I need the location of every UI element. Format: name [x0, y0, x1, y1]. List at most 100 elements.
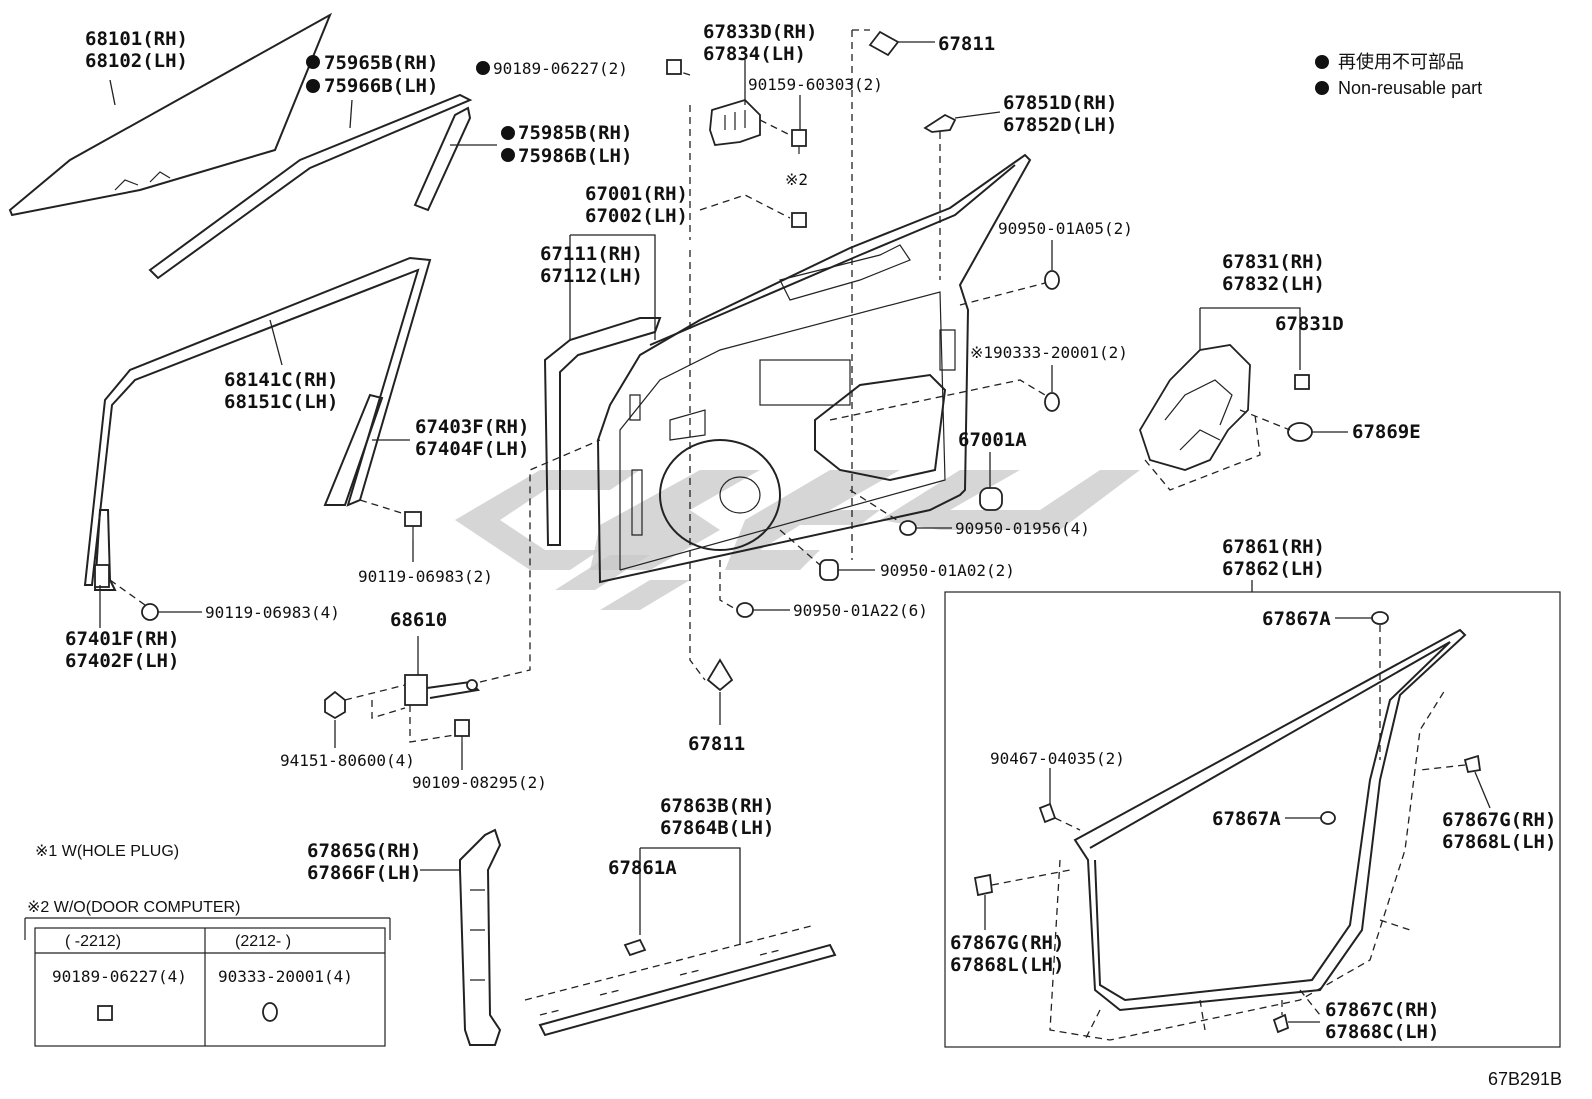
part-label: 67861A	[608, 857, 677, 879]
table-cell-left: 90189-06227(4)	[52, 967, 187, 986]
legend-item-jp: 再使用不可部品	[1338, 52, 1464, 72]
door-bumper-67001a	[979, 487, 1003, 511]
part-label: 90159-60303(2)	[748, 75, 883, 94]
notes: ※1 W(HOLE PLUG) ※2 W/O(DOOR COMPUTER) ( …	[27, 843, 353, 986]
hole-plug-01a05	[1044, 270, 1060, 290]
note-1: ※1 W(HOLE PLUG)	[35, 843, 179, 860]
outside-handle-bracket	[923, 113, 957, 133]
part-label: 67111(RH)	[540, 243, 643, 265]
part-label: ※2	[785, 170, 808, 189]
front-lower-frame	[93, 509, 117, 591]
tape-67811-top	[868, 30, 900, 57]
part-label: ※190333-20001(2)	[970, 343, 1128, 362]
hole-plug-01a22	[736, 602, 754, 618]
part-label: 67864B(LH)	[660, 817, 774, 839]
part-label: 94151-80600(4)	[280, 751, 415, 770]
nut-94151	[324, 690, 346, 720]
frame-moulding	[83, 256, 432, 586]
part-label: 67867G(RH)	[950, 932, 1064, 954]
hole-plug-01a02	[819, 559, 839, 581]
part-label: 67833D(RH)	[703, 21, 817, 43]
lower-door-moulding	[524, 924, 837, 1037]
part-label: 90950-01A22(6)	[793, 601, 928, 620]
part-label: 67001A	[958, 429, 1027, 451]
part-label: 67832(LH)	[1222, 273, 1325, 295]
division-bar-seal	[413, 106, 472, 212]
hole-plug-190333	[1044, 392, 1060, 412]
part-label: 67401F(RH)	[65, 628, 179, 650]
clip-67867g-right	[1463, 754, 1482, 774]
part-label: 90119-06983(4)	[205, 603, 340, 622]
door-lock-assembly	[1139, 344, 1261, 491]
tape-67811-bottom	[706, 658, 734, 692]
belt-moulding-outer	[148, 93, 473, 280]
part-label: 67868L(LH)	[1442, 831, 1556, 853]
bolt-90119-4	[141, 603, 175, 621]
bolt-90159	[791, 129, 807, 154]
part-label: 67834(LH)	[703, 43, 806, 65]
part-label: 90950-01956(4)	[955, 519, 1090, 538]
legend: 再使用不可部品 Non-reusable part	[1315, 52, 1482, 98]
part-label: 67831(RH)	[1222, 251, 1325, 273]
lock-screw-67831d	[1294, 374, 1310, 390]
part-label: 90119-06983(2)	[358, 567, 493, 586]
table-header-left: ( -2212)	[65, 933, 121, 950]
part-label: 68151C(LH)	[224, 391, 338, 413]
door-glass	[8, 12, 333, 217]
part-label: 67851D(RH)	[1003, 92, 1117, 114]
part-label: 67867G(RH)	[1442, 809, 1556, 831]
nonreusable-dot	[306, 55, 320, 69]
part-label: 67402F(LH)	[65, 650, 179, 672]
note-table	[24, 917, 391, 1047]
screw-90189	[666, 59, 682, 75]
door-check	[404, 674, 481, 706]
door-panel	[596, 153, 1032, 584]
part-labels: 68101(RH) 68102(LH) 75965B(RH) 75966B(LH…	[65, 21, 1562, 1089]
part-label: 67811	[938, 33, 995, 55]
grommet-67869e	[1287, 422, 1313, 442]
legend-item-en: Non-reusable part	[1338, 78, 1482, 98]
clip-67867g-left	[973, 873, 993, 897]
nonreusable-dot	[306, 79, 320, 93]
part-label: 90950-01A02(2)	[880, 561, 1015, 580]
part-label: 75985B(RH)	[518, 122, 632, 144]
part-label: 68141C(RH)	[224, 369, 338, 391]
clip-67861a	[623, 938, 647, 957]
part-label: 68102(LH)	[85, 50, 188, 72]
diagram-code: 67B291B	[1488, 1069, 1562, 1089]
clip-note2	[791, 212, 807, 228]
part-label: 90950-01A05(2)	[998, 219, 1133, 238]
part-label: 75965B(RH)	[324, 52, 438, 74]
door-control-module	[709, 98, 761, 146]
table-header-right: (2212- )	[235, 933, 291, 950]
part-label: 67112(LH)	[540, 265, 643, 287]
front-lower-seal	[459, 828, 502, 1046]
part-label: 67862(LH)	[1222, 558, 1325, 580]
part-label: 67404F(LH)	[415, 438, 529, 460]
nonreusable-dot	[501, 148, 515, 162]
part-label: 75966B(LH)	[324, 75, 438, 97]
part-label: 67866F(LH)	[307, 862, 421, 884]
part-label: 90467-04035(2)	[990, 749, 1125, 768]
clip-67867a-mid	[1320, 811, 1336, 825]
part-label: 68101(RH)	[85, 28, 188, 50]
note-2-title: ※2 W/O(DOOR COMPUTER)	[27, 899, 240, 916]
part-label: 67403F(RH)	[415, 416, 529, 438]
part-label: 67861(RH)	[1222, 536, 1325, 558]
non-reusable-markers	[306, 55, 515, 162]
part-label: 67863B(RH)	[660, 795, 774, 817]
part-label: 67867A	[1262, 608, 1331, 630]
part-label: 75986B(LH)	[518, 145, 632, 167]
bolt-90109	[454, 719, 470, 742]
part-label: 67852D(LH)	[1003, 114, 1117, 136]
screw-90467	[1038, 802, 1057, 824]
door-weatherstrip-inner	[543, 317, 662, 546]
legend-dot-2	[1315, 81, 1329, 95]
clip-67867a-top	[1371, 611, 1389, 625]
nonreusable-dot	[501, 126, 515, 140]
part-label: 67868L(LH)	[950, 954, 1064, 976]
hole-plug-01956	[899, 520, 917, 536]
rear-run-channel	[323, 393, 384, 506]
nonreusable-dot	[476, 61, 490, 75]
